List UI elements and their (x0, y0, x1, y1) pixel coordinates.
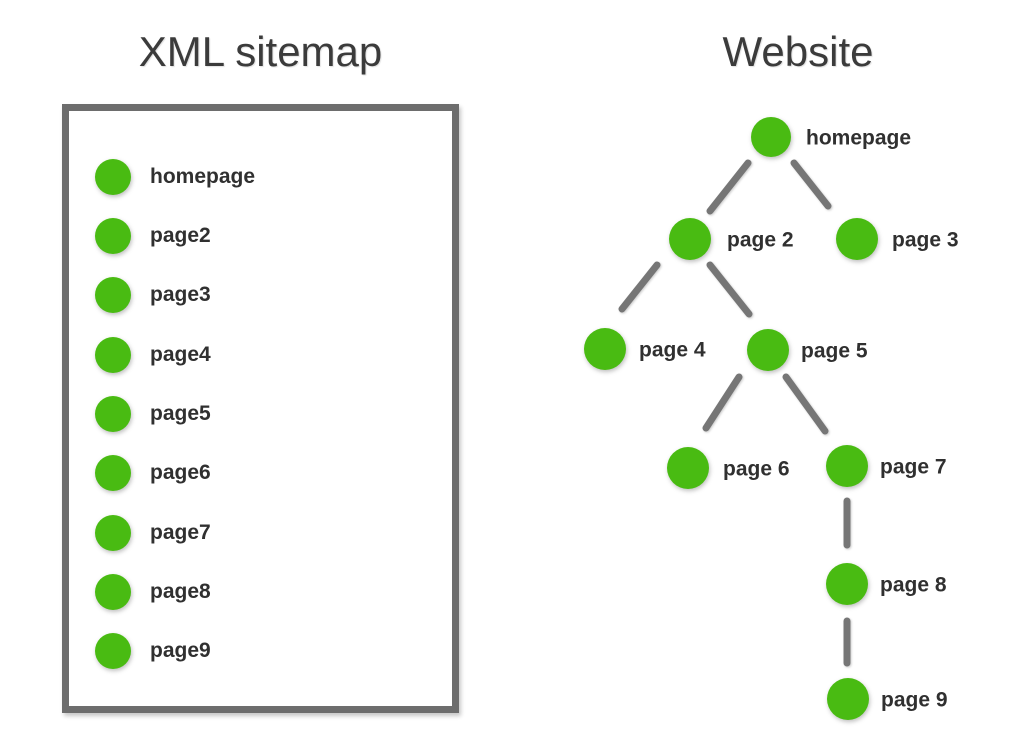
sitemap-item: page4 (95, 337, 211, 373)
page-circle-icon (95, 218, 131, 254)
page-circle-icon (95, 396, 131, 432)
node-label-page-6: page 6 (723, 458, 790, 481)
sitemap-item-label: page8 (150, 580, 211, 603)
sitemap-item: page8 (95, 574, 211, 610)
sitemap-item-label: page2 (150, 224, 211, 247)
sitemap-item: page9 (95, 633, 211, 669)
page-circle-icon (95, 515, 131, 551)
node-label-page-8: page 8 (880, 574, 947, 597)
node-page-5 (747, 329, 789, 371)
page-circle-icon (95, 159, 131, 195)
node-label-page-4: page 4 (639, 339, 706, 362)
node-homepage (751, 117, 791, 157)
sitemap-box: homepage page2 page3 page4 page5 page6 p… (62, 104, 459, 713)
page-circle-icon (95, 574, 131, 610)
edge-page-2-page-5 (706, 261, 753, 318)
edge-page-5-page-7 (782, 373, 829, 435)
node-page-7 (826, 445, 868, 487)
sitemap-item-label: page9 (150, 639, 211, 662)
website-panel-title: Website (722, 28, 874, 75)
node-label-page-5: page 5 (801, 340, 868, 363)
node-page-8 (826, 563, 868, 605)
page-circle-icon (95, 337, 131, 373)
edge-page-2-page-4 (618, 261, 661, 313)
sitemap-item-label: page3 (150, 283, 211, 306)
sitemap-panel-title: XML sitemap (138, 28, 383, 75)
node-page-2 (669, 218, 711, 260)
sitemap-item-label: page6 (150, 461, 211, 484)
sitemap-item: homepage (95, 159, 255, 195)
edge-homepage-page-3 (790, 159, 832, 210)
sitemap-item-label: page4 (150, 343, 211, 366)
sitemap-item: page6 (95, 455, 211, 491)
sitemap-item: page3 (95, 277, 211, 313)
node-page-3 (836, 218, 878, 260)
node-page-6 (667, 447, 709, 489)
page-circle-icon (95, 277, 131, 313)
node-page-9 (827, 678, 869, 720)
node-label-page-3: page 3 (892, 229, 959, 252)
page-circle-icon (95, 455, 131, 491)
sitemap-item: page7 (95, 515, 211, 551)
page-circle-icon (95, 633, 131, 669)
node-label-homepage: homepage (806, 127, 911, 150)
edge-homepage-page-2 (706, 159, 752, 215)
node-label-page-9: page 9 (881, 689, 948, 712)
node-label-page-2: page 2 (727, 229, 794, 252)
edge-page-5-page-6 (702, 373, 743, 432)
sitemap-item-label: page7 (150, 521, 211, 544)
sitemap-item-label: homepage (150, 165, 256, 188)
sitemap-item: page2 (95, 218, 211, 254)
sitemap-item-label: page5 (150, 402, 211, 425)
node-page-4 (584, 328, 626, 370)
sitemap-item: page5 (95, 396, 211, 432)
node-label-page-7: page 7 (880, 456, 947, 479)
